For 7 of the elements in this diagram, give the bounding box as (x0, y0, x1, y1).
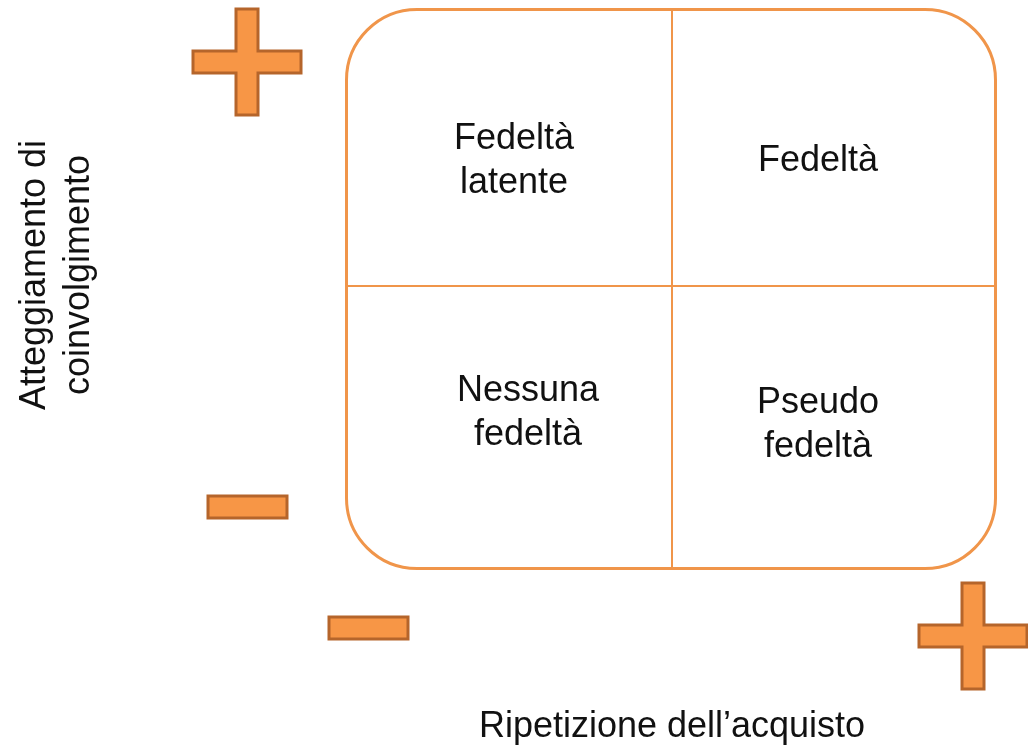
axis-label: Ripetizione dell’acquisto (478, 703, 866, 747)
axis-label: Atteggiamento di coinvolgimento (11, 138, 98, 413)
quadrant-label: Pseudo fedeltà (733, 379, 903, 467)
quadrant-label: Nessuna fedeltà (443, 367, 613, 455)
quadrant-label: Fedeltà (757, 137, 879, 181)
quadrant-label: Fedeltà latente (429, 115, 599, 203)
matrix-frame (345, 8, 997, 570)
